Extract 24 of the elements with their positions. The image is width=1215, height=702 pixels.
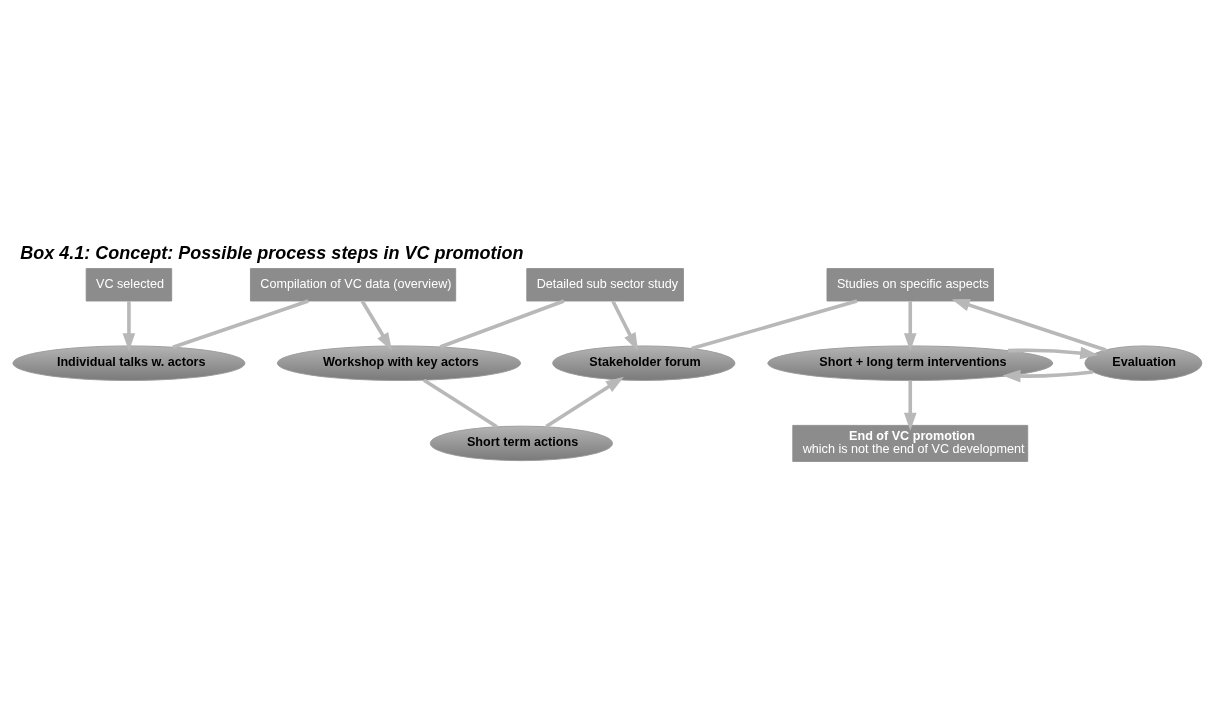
node-ellipse: Stakeholder forum bbox=[552, 345, 736, 381]
connector bbox=[423, 378, 498, 428]
node-box: Detailed sub sector study bbox=[526, 267, 684, 301]
node-ellipse: Individual talks w. actors bbox=[12, 345, 246, 381]
connector bbox=[172, 298, 309, 349]
arrow bbox=[360, 299, 393, 351]
node-box: VC selected bbox=[85, 267, 173, 301]
diagram-title: Box 4.1: Concept: Possible process steps in VC promotion bbox=[20, 242, 524, 263]
arrow bbox=[903, 300, 917, 351]
arrow bbox=[1002, 369, 1094, 382]
node-ellipse: Evaluation bbox=[1084, 345, 1203, 381]
connector bbox=[691, 298, 858, 350]
arrow bbox=[545, 376, 624, 428]
node-ellipse: Workshop with key actors bbox=[276, 345, 522, 381]
node-box: End of VC promotion which is not the end of VC development bbox=[792, 424, 1029, 462]
node-box: Studies on specific aspects bbox=[826, 267, 994, 301]
arrow bbox=[951, 298, 1107, 352]
node-ellipse: Short term actions bbox=[429, 425, 613, 461]
arrow bbox=[903, 380, 917, 431]
arrow bbox=[1007, 346, 1099, 359]
arrow bbox=[122, 300, 136, 351]
connector bbox=[439, 298, 565, 349]
node-box: Compilation of VC data (overview) bbox=[250, 267, 457, 301]
arrow bbox=[611, 299, 639, 351]
